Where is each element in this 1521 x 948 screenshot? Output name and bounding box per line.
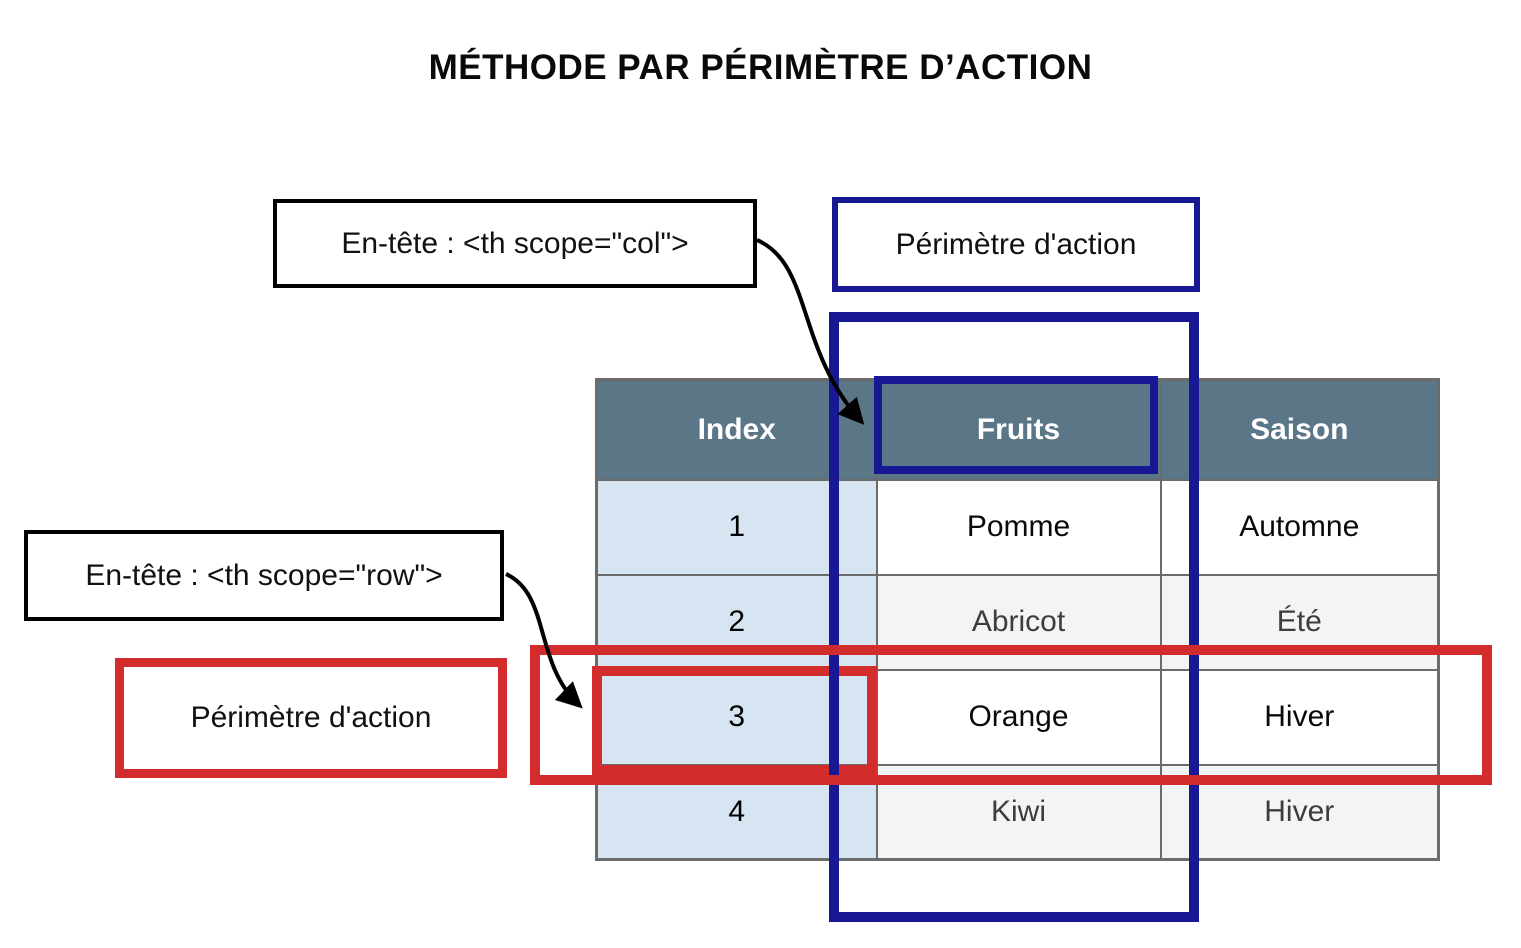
- row-scope-annotation: En-tête : <th scope="row">: [24, 530, 504, 621]
- season-cell: Automne: [1159, 478, 1440, 576]
- row3-index-outline-rect: [592, 666, 877, 775]
- fruit-cell: Pomme: [875, 478, 1162, 576]
- table-header-row: Index Fruits Saison: [595, 378, 1440, 481]
- col-header-saison: Saison: [1159, 378, 1440, 481]
- row3-perimeter-rect: [530, 645, 1492, 785]
- diagram-title: MÉTHODE PAR PÉRIMÈTRE D’ACTION: [428, 48, 1093, 87]
- fruits-header-outline-rect: [874, 376, 1158, 474]
- col-scope-annotation: En-tête : <th scope="col">: [273, 199, 757, 288]
- season-cell: Hiver: [1159, 668, 1440, 766]
- col-header-fruits: Fruits: [875, 378, 1162, 481]
- row-perimeter-label: Périmètre d'action: [115, 658, 507, 778]
- fruit-cell: Orange: [875, 668, 1162, 766]
- col-perimeter-label: Périmètre d'action: [832, 197, 1200, 292]
- fruits-column-perimeter-rect: [829, 312, 1199, 922]
